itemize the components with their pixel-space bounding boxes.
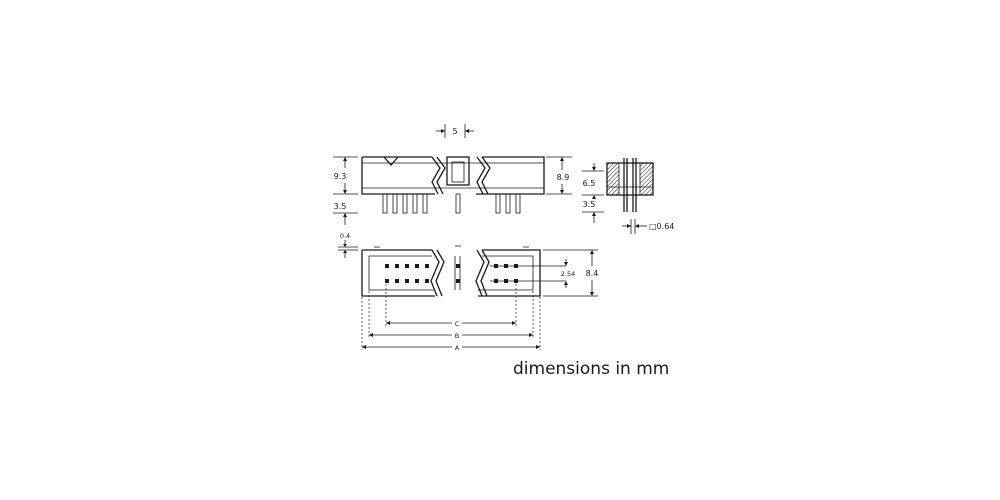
side-view: 6.5 3.5 □0.64 bbox=[582, 158, 674, 234]
top-view: 0.4 2.54 8.4 bbox=[338, 232, 598, 352]
length-b-label: B bbox=[455, 332, 459, 340]
length-a-label: A bbox=[455, 344, 460, 352]
length-a-dimension: A bbox=[362, 344, 540, 352]
width-dimension: 8.4 bbox=[543, 249, 599, 297]
pin-length-side-dimension: 3.5 bbox=[582, 200, 604, 223]
pin-length-front-dimension: 3.5 bbox=[333, 202, 358, 225]
wall-dimension: 0.4 bbox=[338, 232, 358, 258]
total-height-dimension: 8.9 bbox=[546, 156, 572, 195]
top-pitch-dimension: 5 bbox=[436, 124, 474, 138]
pitch-label: 2.54 bbox=[561, 270, 575, 278]
units-caption: dimensions in mm bbox=[513, 359, 669, 379]
front-pins bbox=[382, 193, 521, 214]
side-height-dimension: 6.5 bbox=[582, 163, 604, 199]
body-height-label: 9.3 bbox=[334, 172, 347, 181]
side-height-label: 6.5 bbox=[583, 179, 596, 188]
length-c-dimension: C bbox=[386, 320, 516, 328]
pin-length-front-label: 3.5 bbox=[334, 202, 347, 211]
pin-size-dimension: □0.64 bbox=[622, 219, 674, 234]
width-label: 8.4 bbox=[586, 269, 599, 278]
top-pitch-label: 5 bbox=[452, 127, 457, 136]
pin-size-label: □0.64 bbox=[649, 222, 674, 231]
pin-length-side-label: 3.5 bbox=[583, 200, 596, 209]
total-height-label: 8.9 bbox=[557, 173, 570, 182]
front-view: 5 bbox=[333, 124, 572, 225]
wall-label: 0.4 bbox=[340, 232, 350, 240]
length-b-dimension: B bbox=[369, 332, 533, 340]
length-c-label: C bbox=[455, 320, 460, 328]
pitch-dimension: 2.54 bbox=[561, 259, 575, 288]
body-height-dimension: 9.3 bbox=[333, 156, 358, 195]
